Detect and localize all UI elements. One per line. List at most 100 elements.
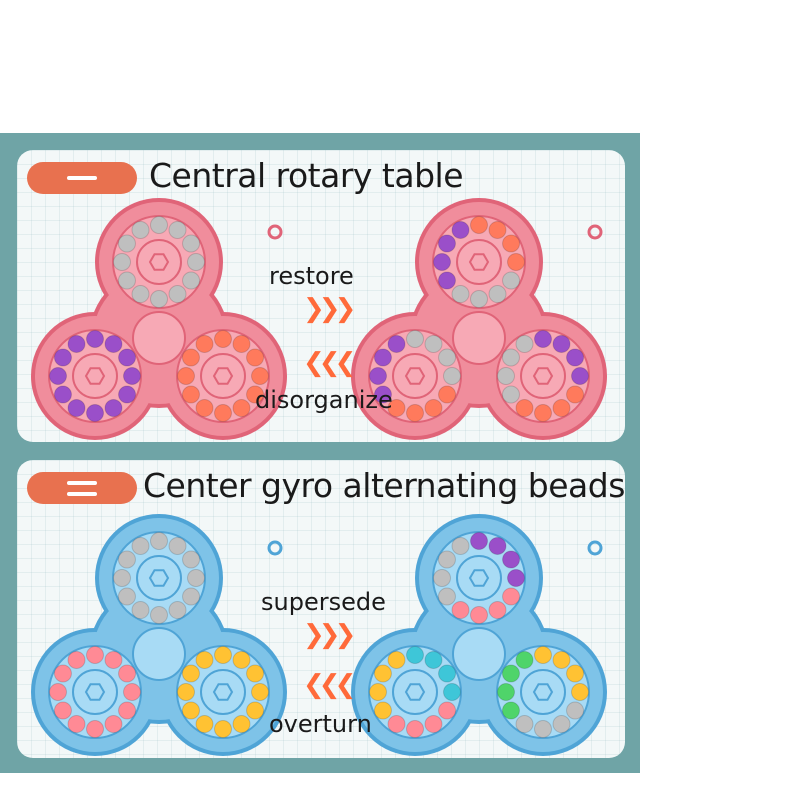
- restore-label: restore: [269, 262, 354, 290]
- pink-toy-before: [31, 198, 287, 440]
- bead: [181, 348, 200, 367]
- bead: [470, 290, 488, 308]
- bead: [497, 683, 515, 701]
- bead: [406, 646, 424, 664]
- bead: [373, 348, 392, 367]
- bead: [131, 536, 150, 555]
- bead: [53, 348, 72, 367]
- bead: [195, 650, 214, 669]
- bead: [181, 664, 200, 683]
- bead: [49, 683, 67, 701]
- hex-screw-icon: [148, 569, 170, 587]
- bead: [437, 550, 456, 569]
- bead: [232, 715, 251, 734]
- hex-screw-icon: [212, 683, 234, 701]
- bead: [182, 550, 201, 569]
- bead: [246, 701, 265, 720]
- bead: [150, 606, 168, 624]
- bead: [369, 683, 387, 701]
- forward-arrows-icon: ❯❯❯: [303, 620, 356, 650]
- bead: [118, 664, 137, 683]
- bead: [67, 399, 86, 418]
- bead: [104, 715, 123, 734]
- bead: [424, 399, 443, 418]
- badge-dash: [67, 176, 97, 180]
- bead: [123, 367, 141, 385]
- bead: [515, 715, 534, 734]
- bead: [451, 285, 470, 304]
- bead: [117, 271, 136, 290]
- toy-center-hub: [132, 311, 186, 365]
- bead: [232, 650, 251, 669]
- bead: [438, 385, 457, 404]
- bead: [438, 348, 457, 367]
- bead: [168, 601, 187, 620]
- keyring-loop-icon: [587, 224, 603, 240]
- panel-central-rotary-table: Central rotary table restore ❯❯❯ ❮❮❮ dis…: [17, 150, 625, 442]
- overturn-label: overturn: [269, 710, 372, 738]
- bead: [187, 569, 205, 587]
- bead: [373, 385, 392, 404]
- bead: [502, 271, 521, 290]
- bead: [424, 715, 443, 734]
- ring-cap: [136, 555, 182, 601]
- bead: [195, 399, 214, 418]
- bead: [53, 385, 72, 404]
- bead: [387, 334, 406, 353]
- bead: [433, 253, 451, 271]
- bead: [437, 587, 456, 606]
- bead: [443, 683, 461, 701]
- bead: [67, 715, 86, 734]
- bead: [168, 220, 187, 239]
- bead: [113, 253, 131, 271]
- bead: [67, 334, 86, 353]
- hex-screw-icon: [84, 367, 106, 385]
- bead: [232, 399, 251, 418]
- badge-number-one: [27, 162, 137, 194]
- bead: [552, 650, 571, 669]
- bead: [86, 404, 104, 422]
- bead: [131, 285, 150, 304]
- backward-arrows-icon: ❮❮❮: [303, 670, 356, 700]
- badge-dash-lower: [67, 492, 97, 496]
- bead: [131, 601, 150, 620]
- hex-screw-icon: [532, 367, 554, 385]
- bead: [387, 715, 406, 734]
- bead: [534, 404, 552, 422]
- bead: [451, 536, 470, 555]
- hex-screw-icon: [404, 683, 426, 701]
- blue-toy-before: [31, 514, 287, 756]
- bead: [501, 348, 520, 367]
- bead: [437, 271, 456, 290]
- bead: [168, 536, 187, 555]
- keyring-loop-icon: [267, 540, 283, 556]
- bead: [502, 234, 521, 253]
- bead: [502, 587, 521, 606]
- bead: [571, 683, 589, 701]
- bead: [214, 720, 232, 738]
- supersede-label: supersede: [261, 588, 386, 616]
- bead: [437, 234, 456, 253]
- bead: [552, 334, 571, 353]
- ring-cap: [72, 353, 118, 399]
- badge-dash-upper: [67, 481, 97, 485]
- bead: [150, 290, 168, 308]
- bead: [123, 683, 141, 701]
- bead: [117, 234, 136, 253]
- keyring-loop-icon: [587, 540, 603, 556]
- hex-screw-icon: [84, 683, 106, 701]
- bead: [86, 330, 104, 348]
- bead: [424, 650, 443, 669]
- bead: [470, 606, 488, 624]
- bead: [67, 650, 86, 669]
- ring-cap: [200, 669, 246, 715]
- keyring-loop-icon: [267, 224, 283, 240]
- bead: [552, 715, 571, 734]
- bead: [113, 569, 131, 587]
- bead: [177, 683, 195, 701]
- bead: [571, 367, 589, 385]
- bead: [443, 367, 461, 385]
- bead: [104, 650, 123, 669]
- hex-screw-icon: [212, 367, 234, 385]
- bead: [424, 334, 443, 353]
